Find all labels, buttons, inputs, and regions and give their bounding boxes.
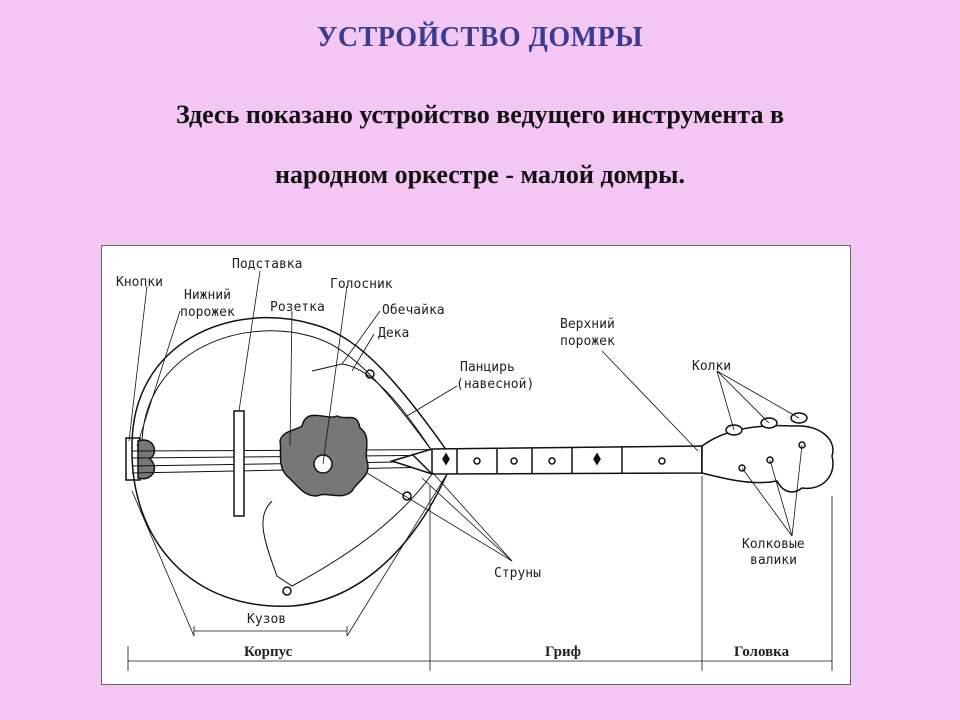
label-obechayka: Обечайка bbox=[382, 303, 445, 318]
label-korpus: Корпус bbox=[244, 644, 293, 660]
label-verkhniy-2: порожек bbox=[560, 334, 615, 349]
label-knopki: Кнопки bbox=[116, 275, 163, 290]
neck bbox=[389, 445, 703, 475]
label-kuzov: Кузов bbox=[247, 612, 286, 627]
label-golosnik: Голосник bbox=[330, 277, 393, 292]
label-kolkovye-1: Колковые bbox=[742, 537, 805, 552]
label-golovka: Головка bbox=[734, 644, 790, 660]
domra-diagram-panel: Кнопки Нижний порожек Подставка Розетка … bbox=[101, 245, 851, 685]
label-grif: Гриф bbox=[545, 644, 581, 660]
label-struny: Струны bbox=[494, 566, 541, 581]
subtitle-line-1: Здесь показано устройство ведущего инстр… bbox=[175, 100, 785, 129]
label-podstavka: Подставка bbox=[232, 257, 302, 272]
label-nizhniy-1: Нижний bbox=[184, 288, 231, 303]
label-kolkovye-2: валики bbox=[750, 553, 797, 568]
label-nizhniy-2: порожек bbox=[180, 305, 235, 320]
subtitle-line-2: народном оркестре - малой домры. bbox=[275, 160, 685, 189]
page-title: УСТРОЙСТВО ДОМРЫ bbox=[316, 22, 644, 53]
label-verkhniy-1: Верхний bbox=[560, 317, 615, 332]
label-deka: Дека bbox=[378, 326, 409, 341]
armor-plate bbox=[262, 363, 433, 587]
domra-diagram: Кнопки Нижний порожек Подставка Розетка … bbox=[116, 257, 834, 671]
label-pantsir-1: Панцирь bbox=[460, 360, 515, 375]
label-rozetka: Розетка bbox=[270, 300, 325, 315]
label-kolki: Колки bbox=[692, 359, 731, 374]
label-pantsir-2: (навесной) bbox=[456, 377, 534, 392]
